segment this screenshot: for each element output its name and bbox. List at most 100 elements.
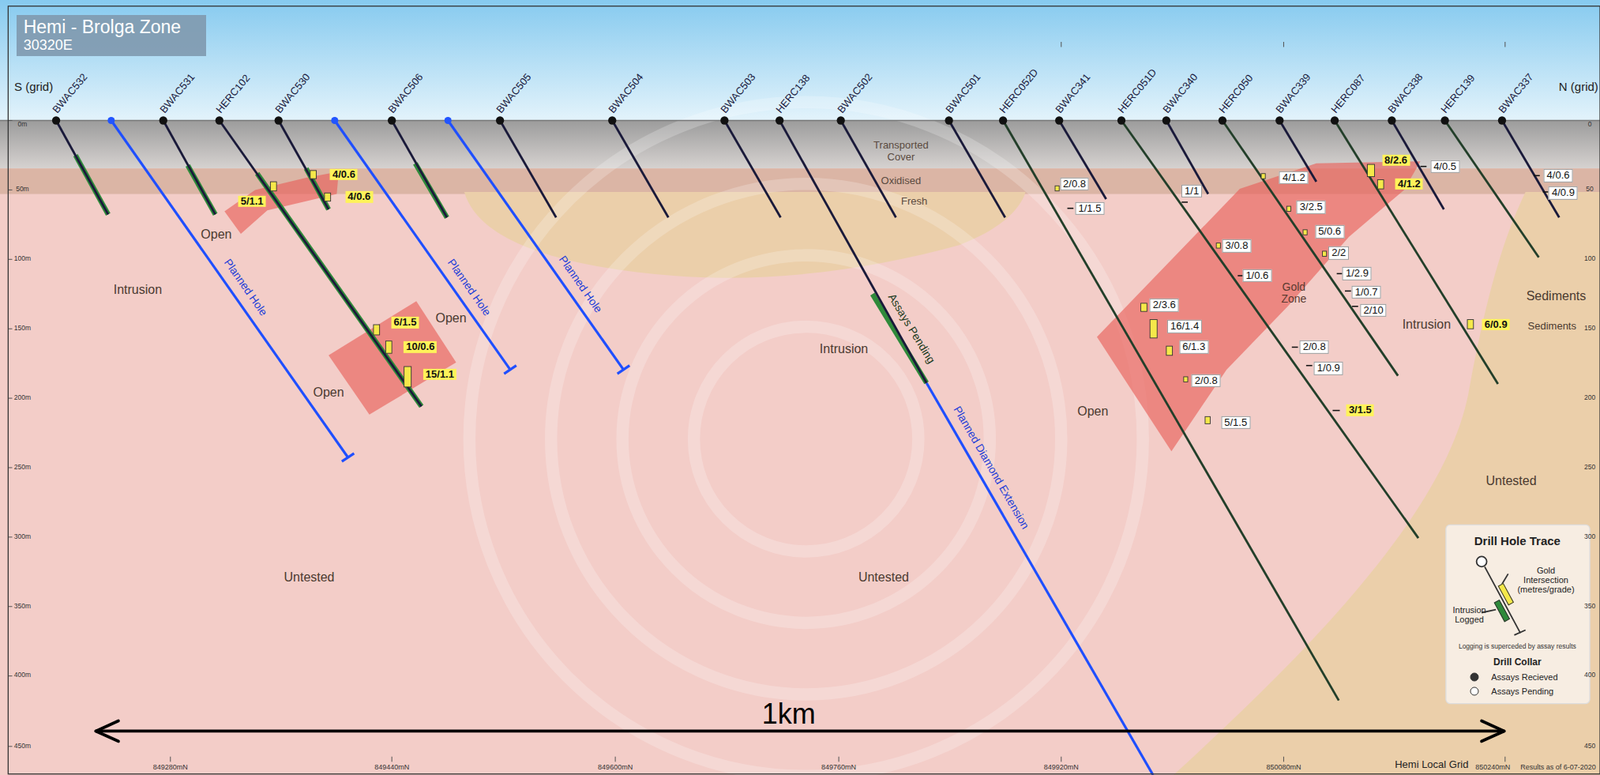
hole-name: BWAC341	[1053, 71, 1093, 116]
depth-label: 200m	[14, 394, 31, 402]
hole-name: HERC051D	[1115, 67, 1160, 116]
hole-name: BWAC531	[157, 71, 198, 116]
grid-label: 850240mN	[1475, 763, 1510, 772]
depth-label: 100	[1584, 255, 1596, 263]
depth-label: 450m	[14, 742, 31, 750]
gold-intercept: 2/10	[1359, 304, 1386, 317]
depth-label: 400	[1584, 672, 1596, 680]
depth-label: 50	[1585, 186, 1593, 194]
gold-intercept: 15/1.1	[423, 368, 457, 380]
hole-name: BWAC532	[50, 71, 91, 116]
planned-hole-label: Planned Hole	[445, 257, 494, 320]
geology-label: Intrusion	[1402, 317, 1451, 332]
depth-label: 350m	[14, 602, 31, 610]
hole-name: BWAC504	[606, 71, 647, 116]
gold-intercept: 2/0.8	[1191, 374, 1221, 387]
geology-label: Intrusion	[819, 341, 868, 357]
scale-label: 1km	[762, 698, 816, 731]
hole-name: HERC138	[773, 72, 813, 116]
legend-text: Assays Pending	[1491, 686, 1554, 696]
gold-intercept: 1/0.7	[1352, 285, 1382, 298]
geology-label: Open	[200, 227, 232, 242]
grid-label: 849280mN	[153, 763, 188, 772]
legend-heading: Drill Collar	[1493, 657, 1542, 668]
legend-note: Logging is superceded by assay results	[1458, 643, 1577, 651]
status-label: Assays Pending	[885, 291, 937, 366]
hole-name: BWAC502	[835, 71, 876, 116]
gold-intercept: 1/0.6	[1242, 269, 1272, 282]
regolith-label: Transported Cover	[865, 139, 937, 163]
depth-label: 450	[1584, 742, 1596, 750]
depth-label: 300m	[14, 533, 31, 541]
legend-text: Gold Intersection (metres/grade)	[1513, 565, 1578, 594]
depth-label: 50m	[15, 186, 30, 194]
depth-label: 150m	[14, 324, 31, 332]
gold-intercept: 6/1.5	[390, 316, 419, 328]
gold-intercept: 4/0.6	[1543, 169, 1574, 182]
hole-name: BWAC339	[1273, 71, 1314, 116]
gold-intercept: 6/1.3	[1179, 340, 1209, 354]
gold-intercept: 1/1	[1181, 184, 1202, 197]
hole-name: BWAC501	[943, 71, 984, 116]
hole-name: BWAC505	[494, 71, 534, 116]
grid-label: 849760mN	[821, 763, 857, 772]
hole-name: BWAC503	[718, 71, 759, 116]
depth-label: 0	[1588, 120, 1593, 128]
geology-label: Open	[312, 386, 344, 401]
gold-intercept: 2/0.8	[1059, 176, 1090, 190]
title-box: Hemi - Brolga Zone30320E	[16, 15, 207, 57]
gold-intercept: 2/3.6	[1149, 298, 1180, 312]
gold-intercept: 3/1.5	[1346, 404, 1375, 416]
gold-intercept: 4/1.2	[1395, 177, 1424, 189]
regolith-label: Oxidised	[881, 175, 922, 187]
gold-intercept: 1/1.5	[1074, 201, 1105, 215]
gold-intercept: 8/2.6	[1382, 154, 1410, 166]
gold-intercept: 3/0.8	[1222, 239, 1252, 252]
collar-symbol	[1470, 686, 1480, 695]
geology-label: Untested	[858, 570, 909, 586]
geology-label: Open	[435, 311, 467, 326]
gold-intercept: 4/0.9	[1548, 186, 1578, 200]
hole-name: HERC087	[1329, 72, 1368, 116]
depth-label: 0m	[18, 120, 28, 128]
hole-name: BWAC506	[386, 71, 426, 116]
legend-text: Assays Recieved	[1491, 672, 1558, 682]
planned-hole-label: Planned Hole	[556, 254, 605, 316]
gold-intercept: 4/1.2	[1279, 171, 1309, 185]
hole-name: BWAC340	[1160, 71, 1201, 116]
geology-label: Untested	[1486, 473, 1537, 489]
grid-label: 849600mN	[597, 763, 633, 772]
gold-intercept: 4/0.6	[345, 191, 373, 203]
hole-name: HERC102	[214, 72, 253, 116]
depth-label: 250m	[14, 463, 31, 471]
planned-hole-label: Planned Diamond Extension	[950, 403, 1032, 531]
geology-label: Sediments	[1528, 320, 1577, 332]
hole-name: HERC052D	[997, 67, 1041, 116]
gold-intercept: 2/0.8	[1299, 340, 1330, 354]
grid-label: 850080mN	[1265, 763, 1301, 772]
depth-label: 300	[1584, 533, 1596, 541]
hole-name: HERC050	[1216, 72, 1256, 116]
title-text: 30320E	[23, 37, 200, 54]
grid-label: 849440mN	[374, 763, 410, 772]
depth-label: 100m	[14, 255, 31, 263]
hole-name: BWAC337	[1496, 71, 1537, 116]
legend-heading: Drill Hole Trace	[1474, 534, 1561, 549]
gold-intercept: 5/0.6	[1314, 225, 1345, 238]
legend-text: Intrusion Logged	[1447, 604, 1491, 624]
depth-label: 150	[1584, 324, 1596, 332]
gold-intercept: 10/0.6	[403, 341, 437, 353]
grid-label: 849920mN	[1044, 763, 1079, 772]
hole-name: BWAC338	[1385, 71, 1426, 116]
gold-intercept: 1/0.9	[1314, 361, 1344, 375]
gold-intercept: 1/2.9	[1342, 266, 1372, 280]
depth-label: 250	[1584, 463, 1596, 471]
gold-intercept: 2/2	[1328, 246, 1349, 260]
depth-label: 350	[1584, 602, 1596, 610]
regolith-label: Fresh	[901, 195, 928, 207]
gold-intercept: 5/1.5	[1220, 416, 1251, 429]
depth-label: 400m	[14, 672, 31, 680]
grid-direction: N (grid)	[1555, 80, 1600, 94]
